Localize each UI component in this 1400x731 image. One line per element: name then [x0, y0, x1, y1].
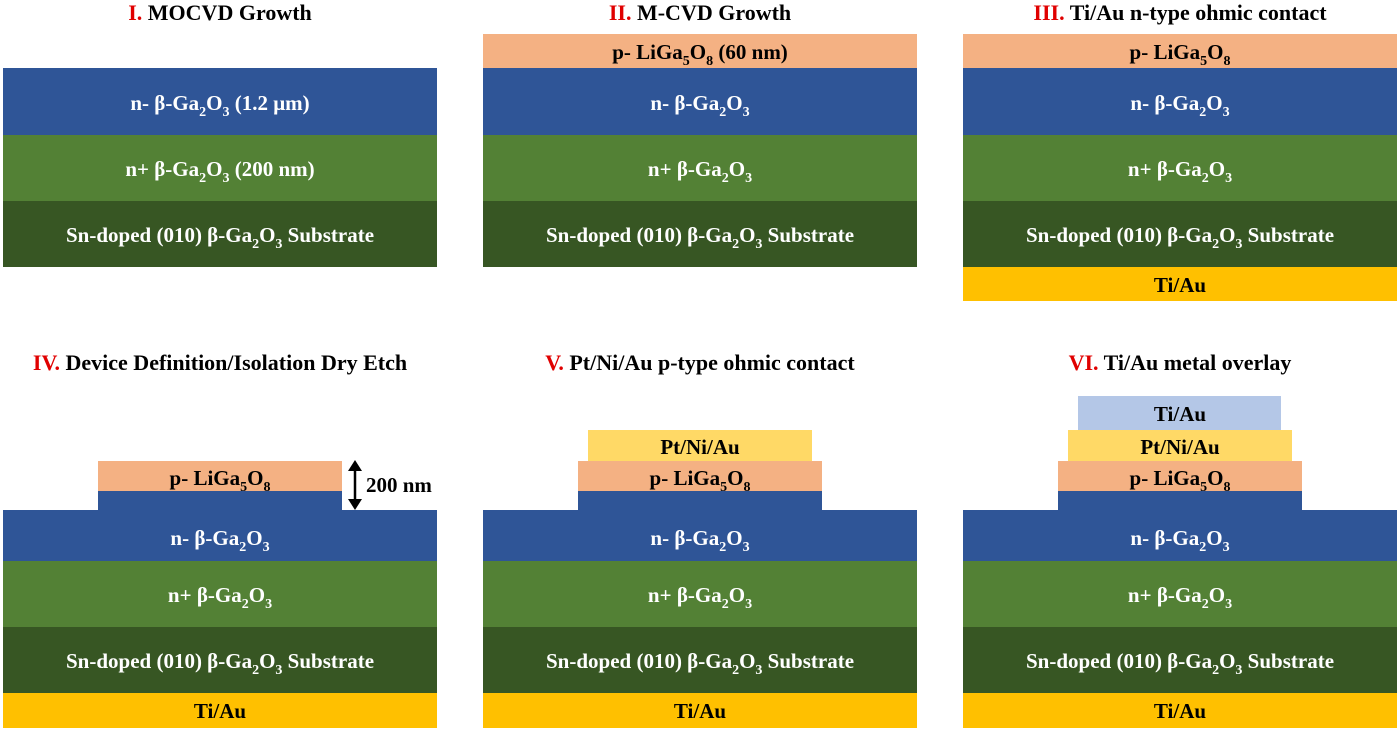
step-4-substrate-label: Sn-doped (010) β-Ga2O3 Substrate: [66, 649, 374, 678]
step-5-p-mesa: [578, 461, 822, 491]
step-5-p-contact-label: Pt/Ni/Au: [660, 435, 740, 459]
step-2-nplus-layer: [483, 135, 917, 201]
step-3-title: III. Ti/Au n-type ohmic contact: [1033, 0, 1327, 25]
step-5-title: V. Pt/Ni/Au p-type ohmic contact: [545, 350, 855, 375]
step-3-nplus-layer: [963, 135, 1397, 201]
step-1-substrate-label: Sn-doped (010) β-Ga2O3 Substrate: [66, 223, 374, 252]
step-6-overlay-contact: [1078, 396, 1281, 430]
step-4-n-layer: [3, 491, 437, 561]
step-3-back-contact-label: Ti/Au: [1154, 273, 1206, 297]
step-2-substrate-label: Sn-doped (010) β-Ga2O3 Substrate: [546, 223, 854, 252]
step-6-substrate-label: Sn-doped (010) β-Ga2O3 Substrate: [1026, 649, 1334, 678]
step-6-overlay-label: Ti/Au: [1154, 402, 1206, 426]
etch-depth-arrow: [348, 460, 362, 510]
step-5-panel: V. Pt/Ni/Au p-type ohmic contact Pt/Ni/A…: [483, 350, 917, 728]
step-5-substrate-label: Sn-doped (010) β-Ga2O3 Substrate: [546, 649, 854, 678]
step-4-substrate-layer: [3, 627, 437, 693]
step-4-title: IV. Device Definition/Isolation Dry Etch: [33, 350, 407, 375]
step-3-p-layer: [963, 34, 1397, 68]
step-2-nplus-layer-label: n+ β-Ga2O3: [648, 157, 752, 186]
step-3-nplus-layer-label: n+ β-Ga2O3: [1128, 157, 1232, 186]
etch-depth-label: 200 nm: [366, 473, 432, 497]
step-5-n-layer: [483, 491, 917, 561]
step-6-n-layer: [963, 491, 1397, 561]
step-6-p-layer-label: p- LiGa5O8: [1130, 466, 1231, 495]
step-4-p-layer-label: p- LiGa5O8: [170, 466, 271, 495]
step-6-p-contact: [1068, 430, 1292, 461]
step-1-nplus-layer: [3, 135, 437, 201]
step-3-substrate-label: Sn-doped (010) β-Ga2O3 Substrate: [1026, 223, 1334, 252]
step-2-p-layer: [483, 34, 917, 68]
step-2-panel: II. M-CVD Growth p- LiGa5O8 (60 nm) n- β…: [483, 0, 917, 267]
step-2-title: II. M-CVD Growth: [609, 0, 791, 25]
step-1-nplus-layer-label: n+ β-Ga2O3 (200 nm): [125, 157, 314, 186]
step-2-substrate-layer: [483, 201, 917, 267]
step-6-nplus-layer-label: n+ β-Ga2O3: [1128, 583, 1232, 612]
step-1-substrate-layer: [3, 201, 437, 267]
step-4-nplus-layer: [3, 561, 437, 627]
step-5-nplus-layer: [483, 561, 917, 627]
step-4-back-contact: [3, 693, 437, 728]
step-6-n-layer-label: n- β-Ga2O3: [1130, 526, 1229, 555]
step-5-back-contact: [483, 693, 917, 728]
step-5-n-layer-label: n- β-Ga2O3: [650, 526, 749, 555]
step-6-back-contact: [963, 693, 1397, 728]
step-1-n-layer: [3, 68, 437, 135]
step-6-panel: VI. Ti/Au metal overlay Ti/Au Pt/Ni/Au p…: [963, 350, 1397, 728]
step-1-panel: I. MOCVD Growth n- β-Ga2O3 (1.2 μm) n+ β…: [3, 0, 437, 267]
step-6-nplus-layer: [963, 561, 1397, 627]
step-6-back-contact-label: Ti/Au: [1154, 699, 1206, 723]
step-1-title: I. MOCVD Growth: [128, 0, 312, 25]
step-6-title: VI. Ti/Au metal overlay: [1069, 350, 1292, 375]
step-4-p-mesa: [98, 461, 342, 491]
step-4-nplus-layer-label: n+ β-Ga2O3: [168, 583, 272, 612]
step-3-substrate-layer: [963, 201, 1397, 267]
step-2-n-layer-label: n- β-Ga2O3: [650, 91, 749, 120]
step-2-p-layer-label: p- LiGa5O8 (60 nm): [612, 40, 788, 69]
step-3-p-layer-label: p- LiGa5O8: [1130, 40, 1231, 69]
step-5-p-layer-label: p- LiGa5O8: [650, 466, 751, 495]
step-5-nplus-layer-label: n+ β-Ga2O3: [648, 583, 752, 612]
step-3-n-layer-label: n- β-Ga2O3: [1130, 91, 1229, 120]
step-1-n-layer-label: n- β-Ga2O3 (1.2 μm): [130, 91, 309, 120]
step-4-panel: IV. Device Definition/Isolation Dry Etch…: [3, 350, 437, 728]
step-3-n-layer: [963, 68, 1397, 135]
step-4-n-layer-label: n- β-Ga2O3: [170, 526, 269, 555]
step-6-p-contact-label: Pt/Ni/Au: [1140, 435, 1220, 459]
step-5-back-contact-label: Ti/Au: [674, 699, 726, 723]
step-5-p-contact: [588, 430, 812, 461]
step-6-p-mesa: [1058, 461, 1302, 491]
step-3-panel: III. Ti/Au n-type ohmic contact p- LiGa5…: [963, 0, 1397, 301]
step-5-substrate-layer: [483, 627, 917, 693]
step-6-substrate-layer: [963, 627, 1397, 693]
step-3-back-contact: [963, 267, 1397, 301]
step-4-back-contact-label: Ti/Au: [194, 699, 246, 723]
step-2-n-layer: [483, 68, 917, 135]
